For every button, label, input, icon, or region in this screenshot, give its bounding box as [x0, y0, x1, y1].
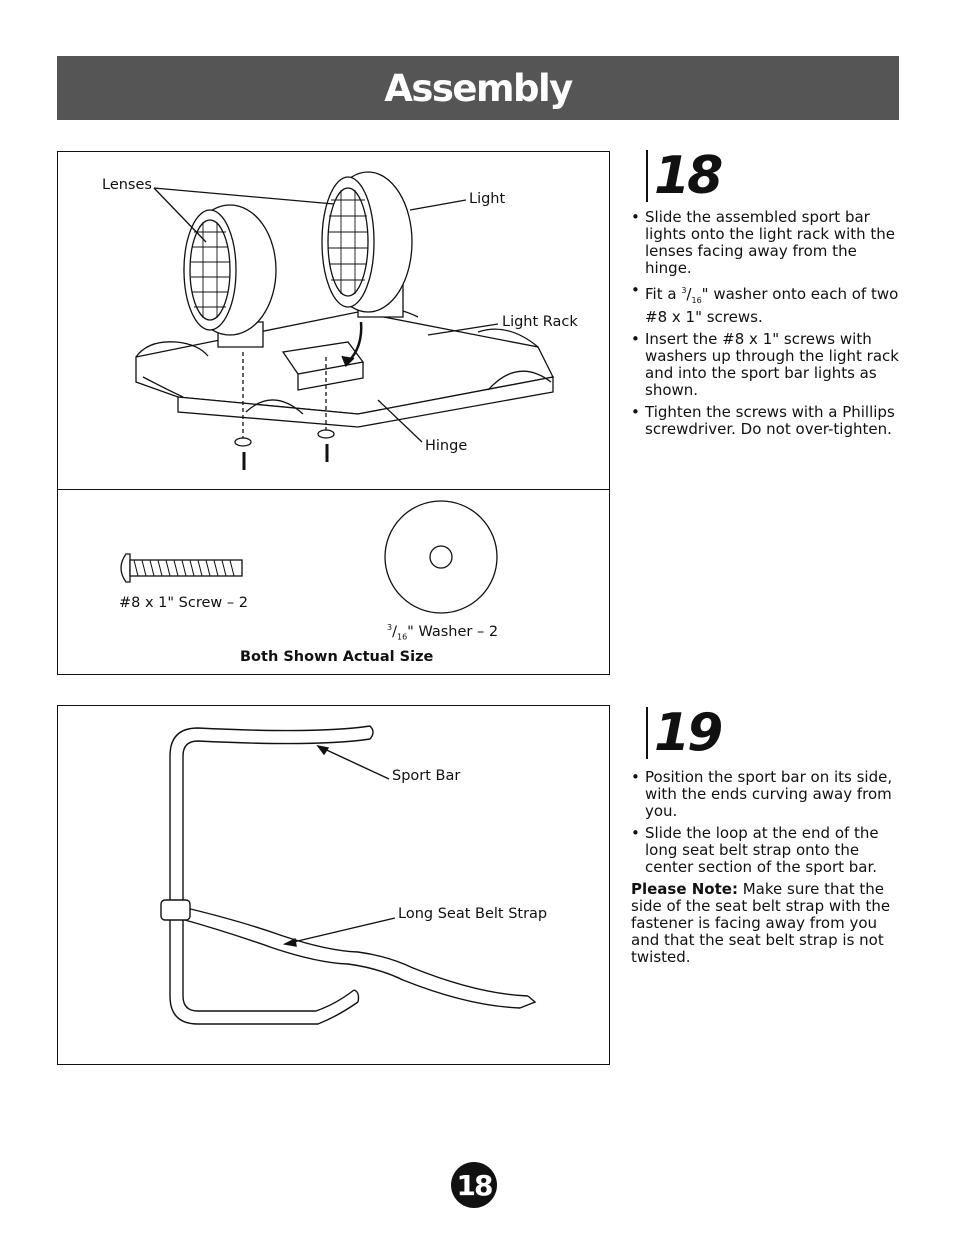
label-hinge: Hinge	[425, 438, 468, 454]
light-rack-assembly-illustration	[120, 171, 554, 614]
step-19-instructions: Position the sport bar on its side, with…	[631, 769, 903, 966]
step18-bullet-1: Slide the assembled sport bar lights ont…	[631, 209, 903, 277]
step-18-number: 18	[646, 150, 723, 202]
label-lenses: Lenses	[102, 177, 152, 193]
step19-bullet-2: Slide the loop at the end of the long se…	[631, 825, 903, 876]
step19-bullet-1: Position the sport bar on its side, with…	[631, 769, 903, 820]
please-note: Please Note: Make sure that the side of …	[631, 880, 891, 966]
step-18-instructions: Slide the assembled sport bar lights ont…	[631, 209, 903, 443]
label-light-rack: Light Rack	[502, 314, 578, 330]
step-19-number: 19	[646, 707, 723, 759]
actual-size-caption: Both Shown Actual Size	[240, 649, 434, 665]
label-long-seat-belt-strap: Long Seat Belt Strap	[398, 906, 548, 922]
page-header: Assembly	[57, 56, 899, 120]
step18-bullet-2: Fit a 3/16" washer onto each of two #8 x…	[631, 282, 903, 326]
step18-illustration-panel: Lenses Light Light Rack Hinge #8 x 1" Sc…	[57, 151, 610, 675]
step18-bullet-3: Insert the #8 x 1" screws with washers u…	[631, 331, 903, 399]
label-light: Light	[469, 191, 506, 207]
sport-bar-illustration	[160, 725, 537, 1025]
page-title: Assembly	[384, 66, 573, 110]
page-number-badge: 18	[451, 1162, 497, 1208]
panel-divider	[58, 489, 609, 490]
step18-bullet-4: Tighten the screws with a Phillips screw…	[631, 404, 903, 438]
step19-illustration-panel: Sport Bar Long Seat Belt Strap	[57, 705, 610, 1065]
label-screw: #8 x 1" Screw – 2	[119, 595, 248, 611]
label-sport-bar: Sport Bar	[392, 768, 461, 784]
label-washer: 3/16" Washer – 2	[387, 623, 499, 642]
